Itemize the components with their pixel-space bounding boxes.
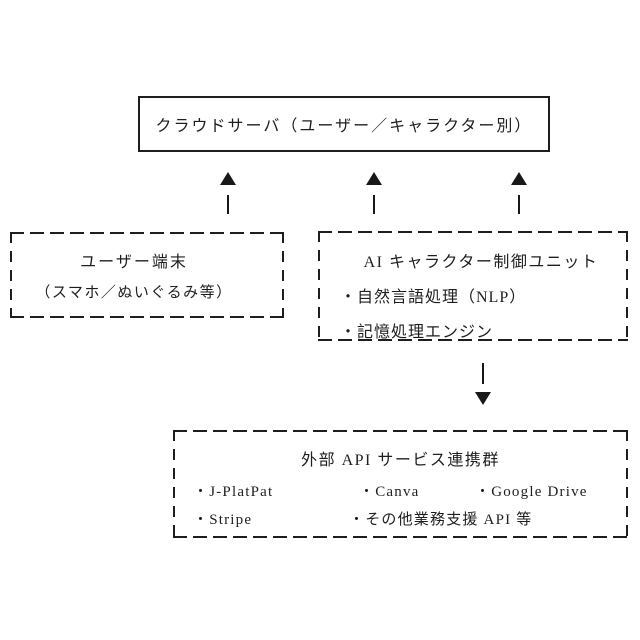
triangle-up-icon: [511, 172, 527, 185]
api-item-jplatpat: ・J-PlatPat: [193, 484, 274, 500]
ai-control-unit-box: AI キャラクター制御ユニット ・自然言語処理（NLP） ・記憶処理エンジン: [318, 231, 628, 341]
connector-stem: [227, 195, 229, 214]
api-item-stripe: ・Stripe: [193, 512, 253, 528]
connector-stem: [518, 195, 520, 214]
down-connector: [475, 363, 491, 405]
cloud-server-label: クラウドサーバ（ユーザー／キャラクター別）: [155, 118, 533, 135]
user-terminal-box: ユーザー端末 （スマホ／ぬいぐるみ等）: [10, 232, 284, 318]
external-api-box: 外部 API サービス連携群 ・J-PlatPat ・Canva ・Google…: [173, 430, 628, 538]
up-connector-1: [220, 172, 236, 214]
api-item-google-drive: ・Google Drive: [475, 484, 588, 500]
api-item-canva: ・Canva: [359, 484, 420, 500]
triangle-up-icon: [366, 172, 382, 185]
api-item-other: ・その他業務支援 API 等: [349, 512, 533, 528]
triangle-up-icon: [220, 172, 236, 185]
connector-stem: [482, 363, 484, 384]
user-terminal-subtitle: （スマホ／ぬいぐるみ等）: [35, 285, 233, 301]
user-terminal-title: ユーザー端末: [80, 254, 188, 271]
up-connector-2: [366, 172, 382, 214]
connector-stem: [373, 195, 375, 214]
external-api-title: 外部 API サービス連携群: [301, 452, 500, 469]
triangle-down-icon: [475, 392, 491, 405]
ai-unit-item-nlp: ・自然言語処理（NLP）: [340, 289, 527, 306]
cloud-server-box: クラウドサーバ（ユーザー／キャラクター別）: [138, 96, 550, 152]
ai-control-unit-title: AI キャラクター制御ユニット: [363, 254, 599, 271]
ai-unit-item-memory: ・記憶処理エンジン: [340, 324, 494, 341]
up-connector-3: [511, 172, 527, 214]
